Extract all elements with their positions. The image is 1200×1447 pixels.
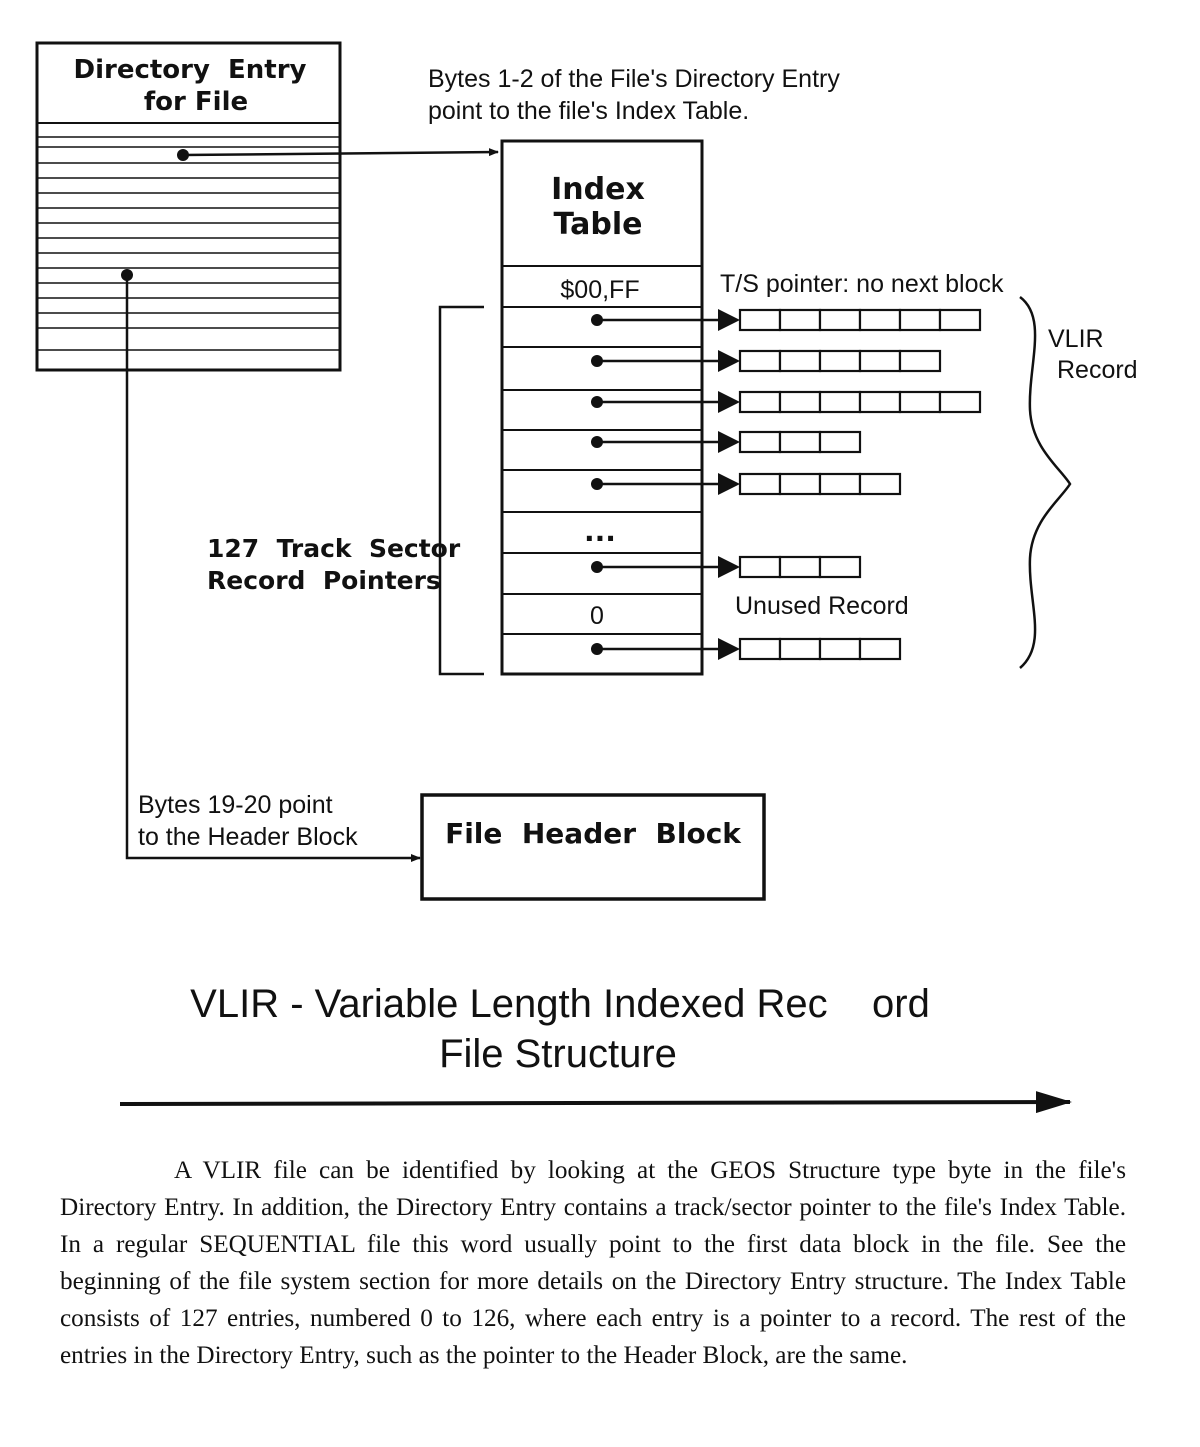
record-pointer-arrowhead (718, 556, 740, 578)
unused-record-label: Unused Record (735, 592, 909, 620)
index-table-ellipsis: ... (584, 515, 616, 548)
record-pointer-arrowhead (718, 391, 740, 413)
index-table-first-entry: $00,FF (560, 276, 639, 304)
vlir-record-label-line2: Record (1057, 356, 1138, 384)
record-data-block (858, 390, 902, 414)
record-pointer-row (591, 555, 862, 579)
ts-pointer-label: T/S pointer: no next block (720, 270, 1004, 298)
record-data-block (898, 349, 942, 373)
record-data-block (818, 349, 862, 373)
section-divider-arrow (119, 1091, 1072, 1114)
record-pointer-arrowhead (718, 473, 740, 495)
record-data-block (738, 637, 782, 661)
vlir-diagram: Directory Entry for File Bytes 1-2 of th… (35, 41, 1138, 1114)
directory-entry-title-line1: Directory Entry (74, 55, 307, 85)
record-pointer-row (591, 637, 902, 661)
record-data-block (738, 430, 782, 454)
record-data-block (858, 308, 902, 332)
record-data-block (818, 390, 862, 414)
vlir-record-rows (591, 308, 982, 661)
header-block-pointer-connector (121, 269, 421, 862)
record-data-block (858, 472, 902, 496)
record-data-block (818, 555, 862, 579)
record-data-block (858, 637, 902, 661)
record-data-block (778, 472, 822, 496)
directory-entry-box: Directory Entry for File (35, 41, 342, 372)
track-sector-label-line2: Record Pointers (207, 566, 441, 595)
record-data-block (778, 308, 822, 332)
record-data-block (818, 637, 862, 661)
vlir-record-brace (1019, 296, 1072, 669)
record-data-block (738, 472, 782, 496)
bytes-19-20-label-line2: to the Header Block (138, 823, 358, 851)
directory-entry-title-line2: for File (144, 87, 248, 117)
record-pointer-arrowhead (718, 309, 740, 331)
record-pointer-arrowhead (718, 350, 740, 372)
record-data-block (898, 390, 942, 414)
record-data-block (738, 390, 782, 414)
index-table-pointer-connector (177, 148, 499, 161)
body-paragraph: A VLIR file can be identified by looking… (60, 1152, 1126, 1374)
record-pointer-arrowhead (718, 638, 740, 660)
record-pointer-arrowhead (718, 431, 740, 453)
file-header-block-label: File Header Block (445, 817, 742, 850)
record-pointer-row (591, 349, 942, 373)
body-paragraph-text: A VLIR file can be identified by looking… (60, 1157, 1126, 1369)
record-pointer-row (591, 308, 982, 332)
figure-caption-line2: File Structure (439, 1032, 677, 1076)
record-data-block (938, 308, 982, 332)
record-data-block (738, 308, 782, 332)
bytes-1-2-label-line2: point to the file's Index Table. (428, 97, 749, 125)
index-table: Index Table $00,FF ... 0 (500, 139, 704, 676)
record-data-block (818, 308, 862, 332)
record-data-block (778, 637, 822, 661)
record-data-block (778, 390, 822, 414)
vlir-record-label-line1: VLIR (1048, 325, 1104, 353)
record-data-block (738, 555, 782, 579)
index-table-title-line2: Table (554, 207, 643, 242)
record-data-block (818, 472, 862, 496)
record-pointer-row (591, 472, 902, 496)
record-data-block (778, 430, 822, 454)
record-pointer-row (591, 430, 862, 454)
index-table-title-line1: Index (551, 172, 645, 207)
track-sector-bracket (438, 305, 484, 676)
record-data-block (778, 555, 822, 579)
record-data-block (738, 349, 782, 373)
record-data-block (818, 430, 862, 454)
index-table-unused-entry: 0 (590, 602, 604, 630)
bytes-19-20-label-line1: Bytes 19-20 point (138, 791, 333, 819)
bytes-1-2-label-line1: Bytes 1-2 of the File's Directory Entry (428, 65, 840, 93)
track-sector-label-line1: 127 Track Sector (207, 534, 461, 563)
file-header-block: File Header Block (420, 793, 766, 901)
record-data-block (898, 308, 942, 332)
figure-caption-line1: VLIR - Variable Length Indexed Rec ord (190, 982, 930, 1026)
record-data-block (778, 349, 822, 373)
record-pointer-row (591, 390, 982, 414)
record-data-block (938, 390, 982, 414)
record-data-block (858, 349, 902, 373)
